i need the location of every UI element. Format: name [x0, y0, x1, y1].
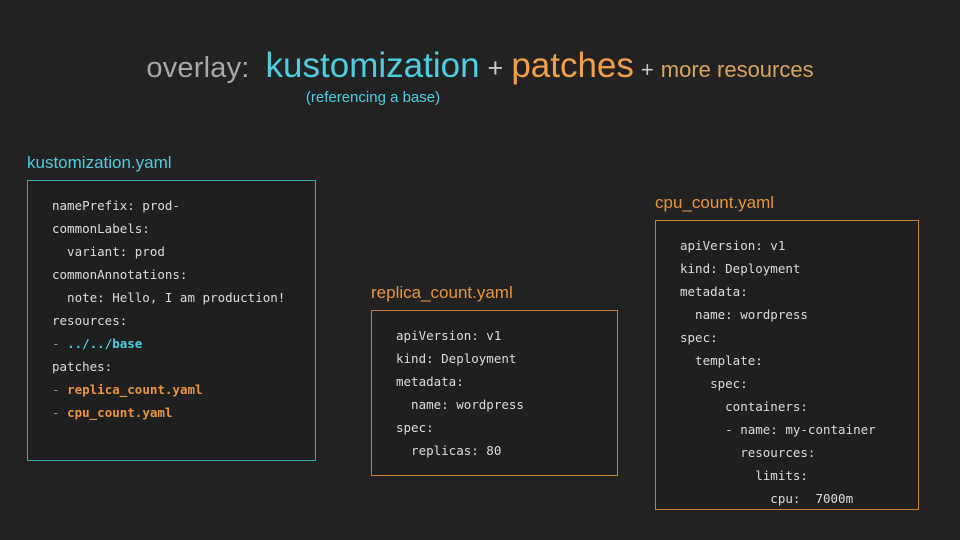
code-token: spec: — [680, 330, 718, 345]
code-line: patches: — [52, 355, 301, 378]
heading-term-more-resources: more resources — [660, 57, 814, 82]
panel-kustomization-yaml: kustomization.yaml namePrefix: prod-comm… — [27, 154, 316, 461]
code-token: resources: — [680, 445, 816, 460]
code-line: spec: — [396, 416, 603, 439]
heading-line: overlay:kustomization+patches+more resou… — [0, 48, 960, 83]
heading-subtitle: (referencing a base) — [305, 89, 441, 106]
code-token: name: wordpress — [680, 307, 808, 322]
code-line: kind: Deployment — [680, 257, 904, 280]
code-line: template: — [680, 349, 904, 372]
code-line: commonLabels: — [52, 217, 301, 240]
code-line: metadata: — [680, 280, 904, 303]
code-line: resources: — [52, 309, 301, 332]
code-token: kind: Deployment — [396, 351, 517, 366]
code-line: spec: — [680, 326, 904, 349]
code-line: name: wordpress — [680, 303, 904, 326]
heading-overlay-label: overlay: — [146, 52, 250, 84]
code-line: apiVersion: v1 — [396, 324, 603, 347]
code-line: metadata: — [396, 370, 603, 393]
code-line: resources: — [680, 441, 904, 464]
code-token: apiVersion: v1 — [680, 238, 786, 253]
code-line: variant: prod — [52, 240, 301, 263]
code-token: resources: — [52, 313, 128, 328]
panel-title-replica-count-yaml: replica_count.yaml — [371, 283, 513, 302]
code-token: commonLabels: — [52, 221, 150, 236]
heading-plus-2: + — [640, 57, 654, 82]
code-token: - — [52, 336, 68, 351]
code-line: limits: — [680, 464, 904, 487]
code-token: apiVersion: v1 — [396, 328, 502, 343]
code-token: cpu: 7000m — [680, 491, 854, 506]
code-line: - cpu_count.yaml — [52, 401, 301, 424]
code-line: kind: Deployment — [396, 347, 603, 370]
code-line: spec: — [680, 372, 904, 395]
code-token: namePrefix: prod- — [52, 198, 180, 213]
code-token: variant: prod — [52, 244, 165, 259]
code-token: replicas: 80 — [396, 443, 502, 458]
code-token: limits: — [680, 468, 808, 483]
code-line: apiVersion: v1 — [680, 234, 904, 257]
code-line: cpu: 7000m — [680, 487, 904, 510]
code-token: metadata: — [680, 284, 748, 299]
code-line: replicas: 80 — [396, 439, 603, 462]
code-token: patches: — [52, 359, 113, 374]
code-line: containers: — [680, 395, 904, 418]
code-token: template: — [680, 353, 763, 368]
panel-replica-count-yaml: replica_count.yaml apiVersion: v1 kind: D… — [371, 284, 618, 476]
heading-plus-1: + — [487, 53, 504, 83]
code-line: namePrefix: prod- — [52, 194, 301, 217]
code-token: commonAnnotations: — [52, 267, 188, 282]
panel-title-cpu-count-yaml: cpu_count.yaml — [655, 193, 775, 212]
code-token: name: wordpress — [396, 397, 524, 412]
code-token: note: Hello, I am production! — [52, 290, 286, 305]
panel-cpu-count-yaml: cpu_count.yaml apiVersion: v1 kind: Deplo… — [655, 194, 919, 510]
code-token: cpu_count.yaml — [67, 405, 173, 420]
code-block-kustomization-yaml: namePrefix: prod-commonLabels: variant: … — [27, 180, 316, 461]
code-line: - ../../base — [52, 332, 301, 355]
code-line: - name: my-container — [680, 418, 904, 441]
code-line: name: wordpress — [396, 393, 603, 416]
code-token: - — [52, 405, 68, 420]
code-token: kind: Deployment — [680, 261, 801, 276]
code-token: ../../base — [67, 336, 143, 351]
code-line: - replica_count.yaml — [52, 378, 301, 401]
code-token: spec: — [680, 376, 748, 391]
code-line: commonAnnotations: — [52, 263, 301, 286]
code-token: spec: — [396, 420, 434, 435]
code-token: metadata: — [396, 374, 464, 389]
heading-term-kustomization: kustomization — [265, 46, 480, 85]
code-token: containers: — [680, 399, 808, 414]
code-token: - name: my-container — [680, 422, 876, 437]
code-token: replica_count.yaml — [67, 382, 203, 397]
code-token: - — [52, 382, 68, 397]
slide-heading: overlay:kustomization+patches+more resou… — [0, 48, 960, 106]
heading-term-patches: patches — [511, 46, 634, 85]
panel-title-kustomization-yaml: kustomization.yaml — [27, 153, 172, 172]
code-line: note: Hello, I am production! — [52, 286, 301, 309]
